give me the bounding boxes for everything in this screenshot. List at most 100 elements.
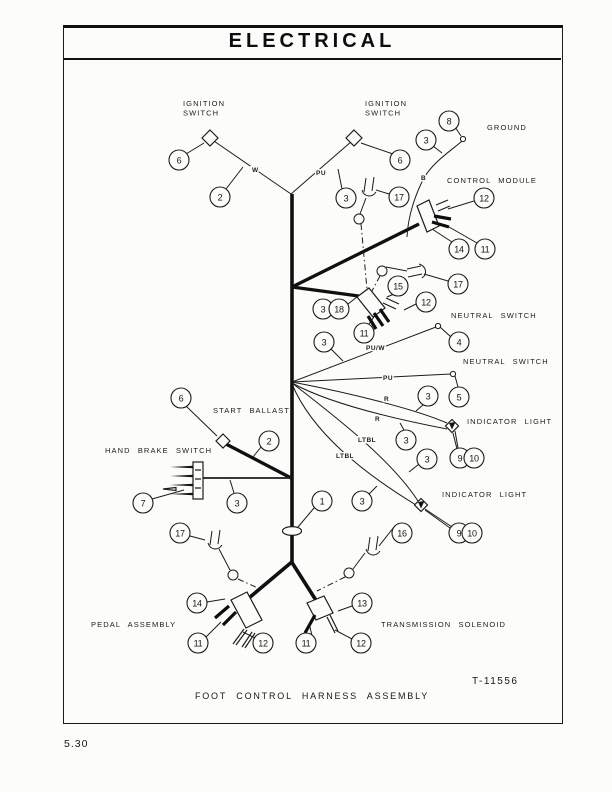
svg-text:11: 11 bbox=[302, 639, 311, 649]
callout-4: 4 bbox=[448, 331, 470, 353]
svg-text:7: 7 bbox=[141, 499, 146, 509]
callout-leader-lines bbox=[151, 126, 478, 640]
svg-text:1: 1 bbox=[320, 497, 325, 507]
ignition-switch-right-connector bbox=[345, 129, 363, 147]
hand-brake-switch-label: HAND BRAKE SWITCH bbox=[105, 446, 212, 455]
control-module-label: CONTROL MODULE bbox=[447, 176, 537, 185]
mid-harness-connector bbox=[356, 287, 400, 330]
svg-text:13: 13 bbox=[357, 599, 367, 609]
svg-text:14: 14 bbox=[192, 599, 202, 609]
wire-color-label: R bbox=[375, 416, 380, 423]
svg-text:11: 11 bbox=[481, 245, 490, 255]
page-number: 5.30 bbox=[64, 738, 89, 750]
callout-5: 5 bbox=[448, 386, 470, 408]
svg-text:6: 6 bbox=[177, 156, 182, 166]
ground-terminal bbox=[459, 135, 467, 143]
callout-6: 6 bbox=[389, 149, 411, 171]
svg-text:3: 3 bbox=[426, 392, 431, 402]
svg-text:3: 3 bbox=[425, 455, 430, 465]
svg-text:3: 3 bbox=[404, 436, 409, 446]
harness-wires bbox=[203, 138, 463, 529]
svg-text:5: 5 bbox=[457, 393, 462, 403]
svg-text:4: 4 bbox=[457, 338, 462, 348]
callout-3: 3 bbox=[416, 448, 438, 470]
ignition-switch-left-connector bbox=[201, 129, 219, 147]
clamp-icon bbox=[361, 176, 377, 197]
callout-16: 16 bbox=[391, 522, 413, 544]
svg-text:17: 17 bbox=[453, 280, 463, 290]
pedal-assembly-label: PEDAL ASSEMBLY bbox=[91, 620, 176, 629]
callout-17: 17 bbox=[169, 522, 191, 544]
indicator-light-lower-label: INDICATOR LIGHT bbox=[442, 490, 527, 499]
transmission-solenoid-connector bbox=[303, 595, 339, 634]
wire-color-label: B bbox=[421, 175, 426, 182]
svg-text:3: 3 bbox=[424, 136, 429, 146]
svg-text:9: 9 bbox=[458, 454, 463, 464]
callout-7: 7 bbox=[132, 492, 154, 514]
wire-color-label: PU/W bbox=[366, 345, 385, 352]
svg-text:6: 6 bbox=[179, 394, 184, 404]
figure-number: T-11556 bbox=[472, 676, 519, 687]
indicator-light-upper-label: INDICATOR LIGHT bbox=[467, 417, 552, 426]
clamp-icon bbox=[365, 535, 381, 556]
wire-color-label: W bbox=[252, 167, 259, 174]
start-ballast-connector bbox=[215, 433, 231, 449]
svg-text:3: 3 bbox=[235, 499, 240, 509]
callout-14: 14 bbox=[448, 238, 470, 260]
callout-3: 3 bbox=[312, 298, 334, 320]
svg-text:2: 2 bbox=[218, 193, 223, 203]
callout-2: 2 bbox=[209, 186, 231, 208]
svg-text:3: 3 bbox=[322, 338, 327, 348]
control-module-connector bbox=[416, 199, 452, 233]
callout-6: 6 bbox=[168, 149, 190, 171]
harness-junctions bbox=[218, 135, 467, 581]
svg-text:9: 9 bbox=[457, 529, 462, 539]
neutral-switch-terminal-lower bbox=[449, 370, 457, 378]
start-ballast-label: START BALLAST bbox=[213, 406, 290, 415]
clamp-icon bbox=[207, 529, 223, 550]
clamp-icon bbox=[406, 263, 427, 279]
harness-trunk bbox=[225, 194, 420, 606]
callout-12: 12 bbox=[252, 632, 274, 654]
neutral-switch-terminal-upper bbox=[434, 322, 442, 330]
svg-text:12: 12 bbox=[479, 194, 489, 204]
tie-lines bbox=[237, 223, 381, 592]
ground-label: GROUND bbox=[487, 123, 527, 132]
transmission-solenoid-label: TRANSMISSION SOLENOID bbox=[381, 620, 506, 629]
callout-11: 11 bbox=[353, 322, 375, 344]
callout-1: 1 bbox=[311, 490, 333, 512]
svg-text:6: 6 bbox=[398, 156, 403, 166]
callout-11: 11 bbox=[295, 632, 317, 654]
svg-text:16: 16 bbox=[397, 529, 407, 539]
indicator-light-symbol-upper bbox=[444, 418, 460, 434]
callout-11: 11 bbox=[187, 632, 209, 654]
connector-diamonds bbox=[201, 129, 363, 449]
callout-3: 3 bbox=[417, 385, 439, 407]
svg-text:2: 2 bbox=[267, 437, 272, 447]
callout-11: 11 bbox=[474, 238, 496, 260]
callout-8: 8 bbox=[438, 110, 460, 132]
hand-brake-switch-connector bbox=[162, 461, 204, 500]
wire-color-label: PU bbox=[383, 375, 393, 382]
callout-12: 12 bbox=[350, 632, 372, 654]
callout-17: 17 bbox=[447, 273, 469, 295]
callout-13: 13 bbox=[351, 592, 373, 614]
callout-2: 2 bbox=[258, 430, 280, 452]
harness-loop bbox=[281, 525, 303, 536]
callout-18: 18 bbox=[328, 298, 350, 320]
callout-6: 6 bbox=[170, 387, 192, 409]
callout-3: 3 bbox=[226, 492, 248, 514]
callout-12: 12 bbox=[473, 187, 495, 209]
svg-text:3: 3 bbox=[321, 305, 326, 315]
wire-color-label: LTBL bbox=[358, 437, 376, 444]
neutral-switch-upper-label: NEUTRAL SWITCH bbox=[451, 311, 537, 320]
callout-14: 14 bbox=[186, 592, 208, 614]
callout-10: 10 bbox=[463, 447, 485, 469]
neutral-switch-lower-label: NEUTRAL SWITCH bbox=[463, 357, 549, 366]
figure-caption: FOOT CONTROL HARNESS ASSEMBLY bbox=[194, 691, 430, 701]
